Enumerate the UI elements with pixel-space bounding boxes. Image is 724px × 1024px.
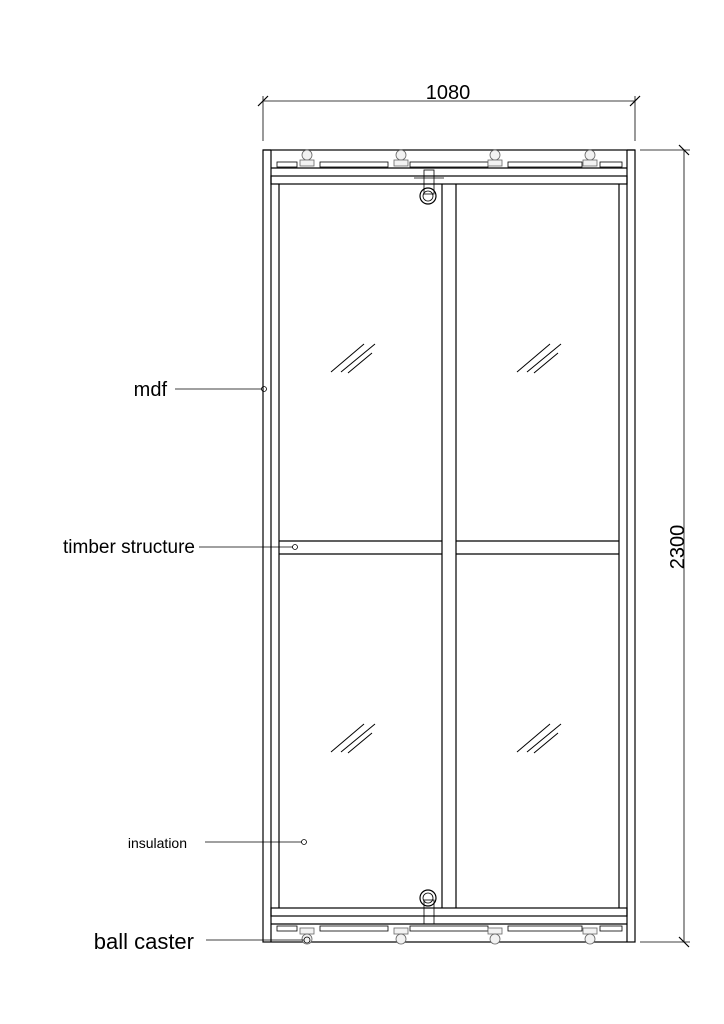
ball-caster-callout: ball caster (94, 929, 311, 954)
bottom-casters (299, 927, 598, 945)
caster-icon (487, 149, 503, 167)
side-studs (278, 184, 620, 908)
mid-rail (279, 540, 619, 555)
insulation-callout: insulation (128, 835, 307, 851)
caster-icon (582, 927, 598, 945)
insulation-hatch-top-right (516, 343, 562, 374)
top-rail (270, 161, 628, 185)
top-casters (299, 149, 598, 167)
caster-icon (393, 149, 409, 167)
height-dimension-text: 2300 (667, 525, 689, 570)
insulation-hatch-bottom-left (330, 723, 376, 754)
insulation-label: insulation (128, 835, 187, 851)
caster-icon (299, 149, 315, 167)
width-dimension-text: 1080 (426, 82, 471, 104)
timber-structure-label: timber structure (63, 537, 195, 558)
width-dimension: 1080 (257, 82, 641, 141)
bottom-rail (270, 907, 628, 932)
ball-caster-label: ball caster (94, 929, 194, 954)
caster-icon (393, 927, 409, 945)
bottom-connector (414, 889, 444, 925)
insulation-hatch-top-left (330, 343, 376, 374)
panel-frame (262, 149, 636, 943)
height-dimension: 2300 (640, 144, 690, 948)
caster-icon (582, 149, 598, 167)
mdf-callout: mdf (134, 379, 267, 401)
mdf-label: mdf (134, 379, 168, 401)
top-connector (414, 169, 444, 205)
caster-icon (487, 927, 503, 945)
timber-structure-callout: timber structure (63, 537, 298, 558)
insulation-hatch-bottom-right (516, 723, 562, 754)
center-studs (441, 184, 457, 908)
